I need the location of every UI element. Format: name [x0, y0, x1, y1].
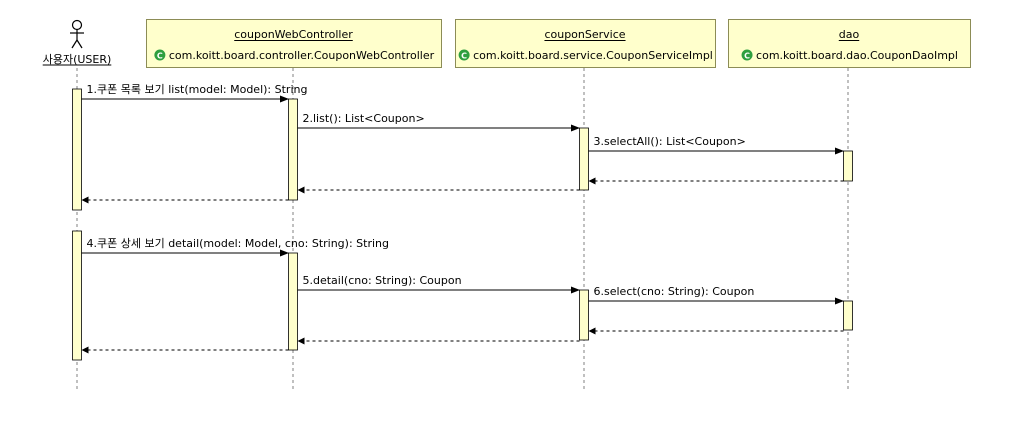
message-label: 5.detail(cno: String): Coupon — [303, 274, 462, 287]
call-message-3[interactable]: 3.selectAll(): List<Coupon> — [588, 135, 844, 155]
call-message-9[interactable]: 6.select(cno: String): Coupon — [588, 285, 844, 305]
participant-box — [728, 19, 971, 68]
activation-bar-dao — [843, 300, 853, 331]
participant-box — [146, 19, 442, 68]
call-message-1[interactable]: 1.쿠폰 목록 보기 list(model: Model): String — [81, 83, 308, 103]
class-icon: C — [458, 49, 470, 61]
participant-type: com.koitt.board.controller.CouponWebCont… — [169, 49, 435, 62]
actor-user[interactable]: 사용자(USER) — [42, 19, 112, 67]
message-label: 2.list(): List<Coupon> — [303, 112, 425, 125]
class-icon: C — [154, 49, 166, 61]
return-message-6[interactable] — [81, 196, 289, 204]
activation-bar-dao — [843, 150, 853, 182]
return-message-11[interactable] — [297, 337, 580, 345]
participant-type: com.koitt.board.dao.CouponDaoImpl — [756, 49, 958, 62]
actor-name: 사용자(USER) — [43, 53, 112, 66]
return-message-10[interactable] — [588, 327, 844, 335]
return-arrowhead — [297, 186, 305, 194]
call-message-2[interactable]: 2.list(): List<Coupon> — [297, 112, 580, 132]
return-arrowhead — [297, 337, 305, 345]
return-message-4[interactable] — [588, 177, 844, 185]
participant-name: couponWebController — [234, 28, 353, 41]
call-message-8[interactable]: 5.detail(cno: String): Coupon — [297, 274, 580, 294]
participant-dao[interactable]: dao com.koitt.board.dao.CouponDaoImpl C — [728, 19, 971, 68]
participant-controller[interactable]: couponWebController com.koitt.board.contr… — [146, 19, 442, 68]
return-arrowhead — [588, 327, 596, 335]
return-message-12[interactable] — [81, 346, 289, 354]
svg-text:C: C — [744, 52, 750, 61]
activation-bar-controller — [288, 98, 298, 201]
message-label: 1.쿠폰 목록 보기 list(model: Model): String — [87, 83, 308, 96]
participant-name: couponService — [544, 28, 625, 41]
actor-icon — [70, 19, 84, 49]
class-icon: C — [741, 49, 753, 61]
participant-box — [455, 19, 716, 68]
return-arrowhead — [588, 177, 596, 185]
svg-text:C: C — [461, 52, 467, 61]
svg-text:C: C — [157, 52, 163, 61]
activation-bar-user — [72, 88, 82, 211]
message-label: 3.selectAll(): List<Coupon> — [594, 135, 746, 148]
return-message-5[interactable] — [297, 186, 580, 194]
activation-bar-service — [579, 289, 589, 341]
call-message-7[interactable]: 4.쿠폰 상세 보기 detail(model: Model, cno: Str… — [81, 237, 390, 257]
participant-type: com.koitt.board.service.CouponServiceImp… — [473, 49, 713, 62]
message-label: 6.select(cno: String): Coupon — [594, 285, 755, 298]
participant-service[interactable]: couponService com.koitt.board.service.Cou… — [455, 19, 716, 68]
activation-bar-user — [72, 230, 82, 361]
message-label: 4.쿠폰 상세 보기 detail(model: Model, cno: Str… — [87, 237, 390, 250]
activation-bar-service — [579, 127, 589, 191]
return-arrowhead — [81, 346, 89, 354]
participant-name: dao — [839, 28, 860, 41]
activation-bar-controller — [288, 252, 298, 351]
return-arrowhead — [81, 196, 89, 204]
